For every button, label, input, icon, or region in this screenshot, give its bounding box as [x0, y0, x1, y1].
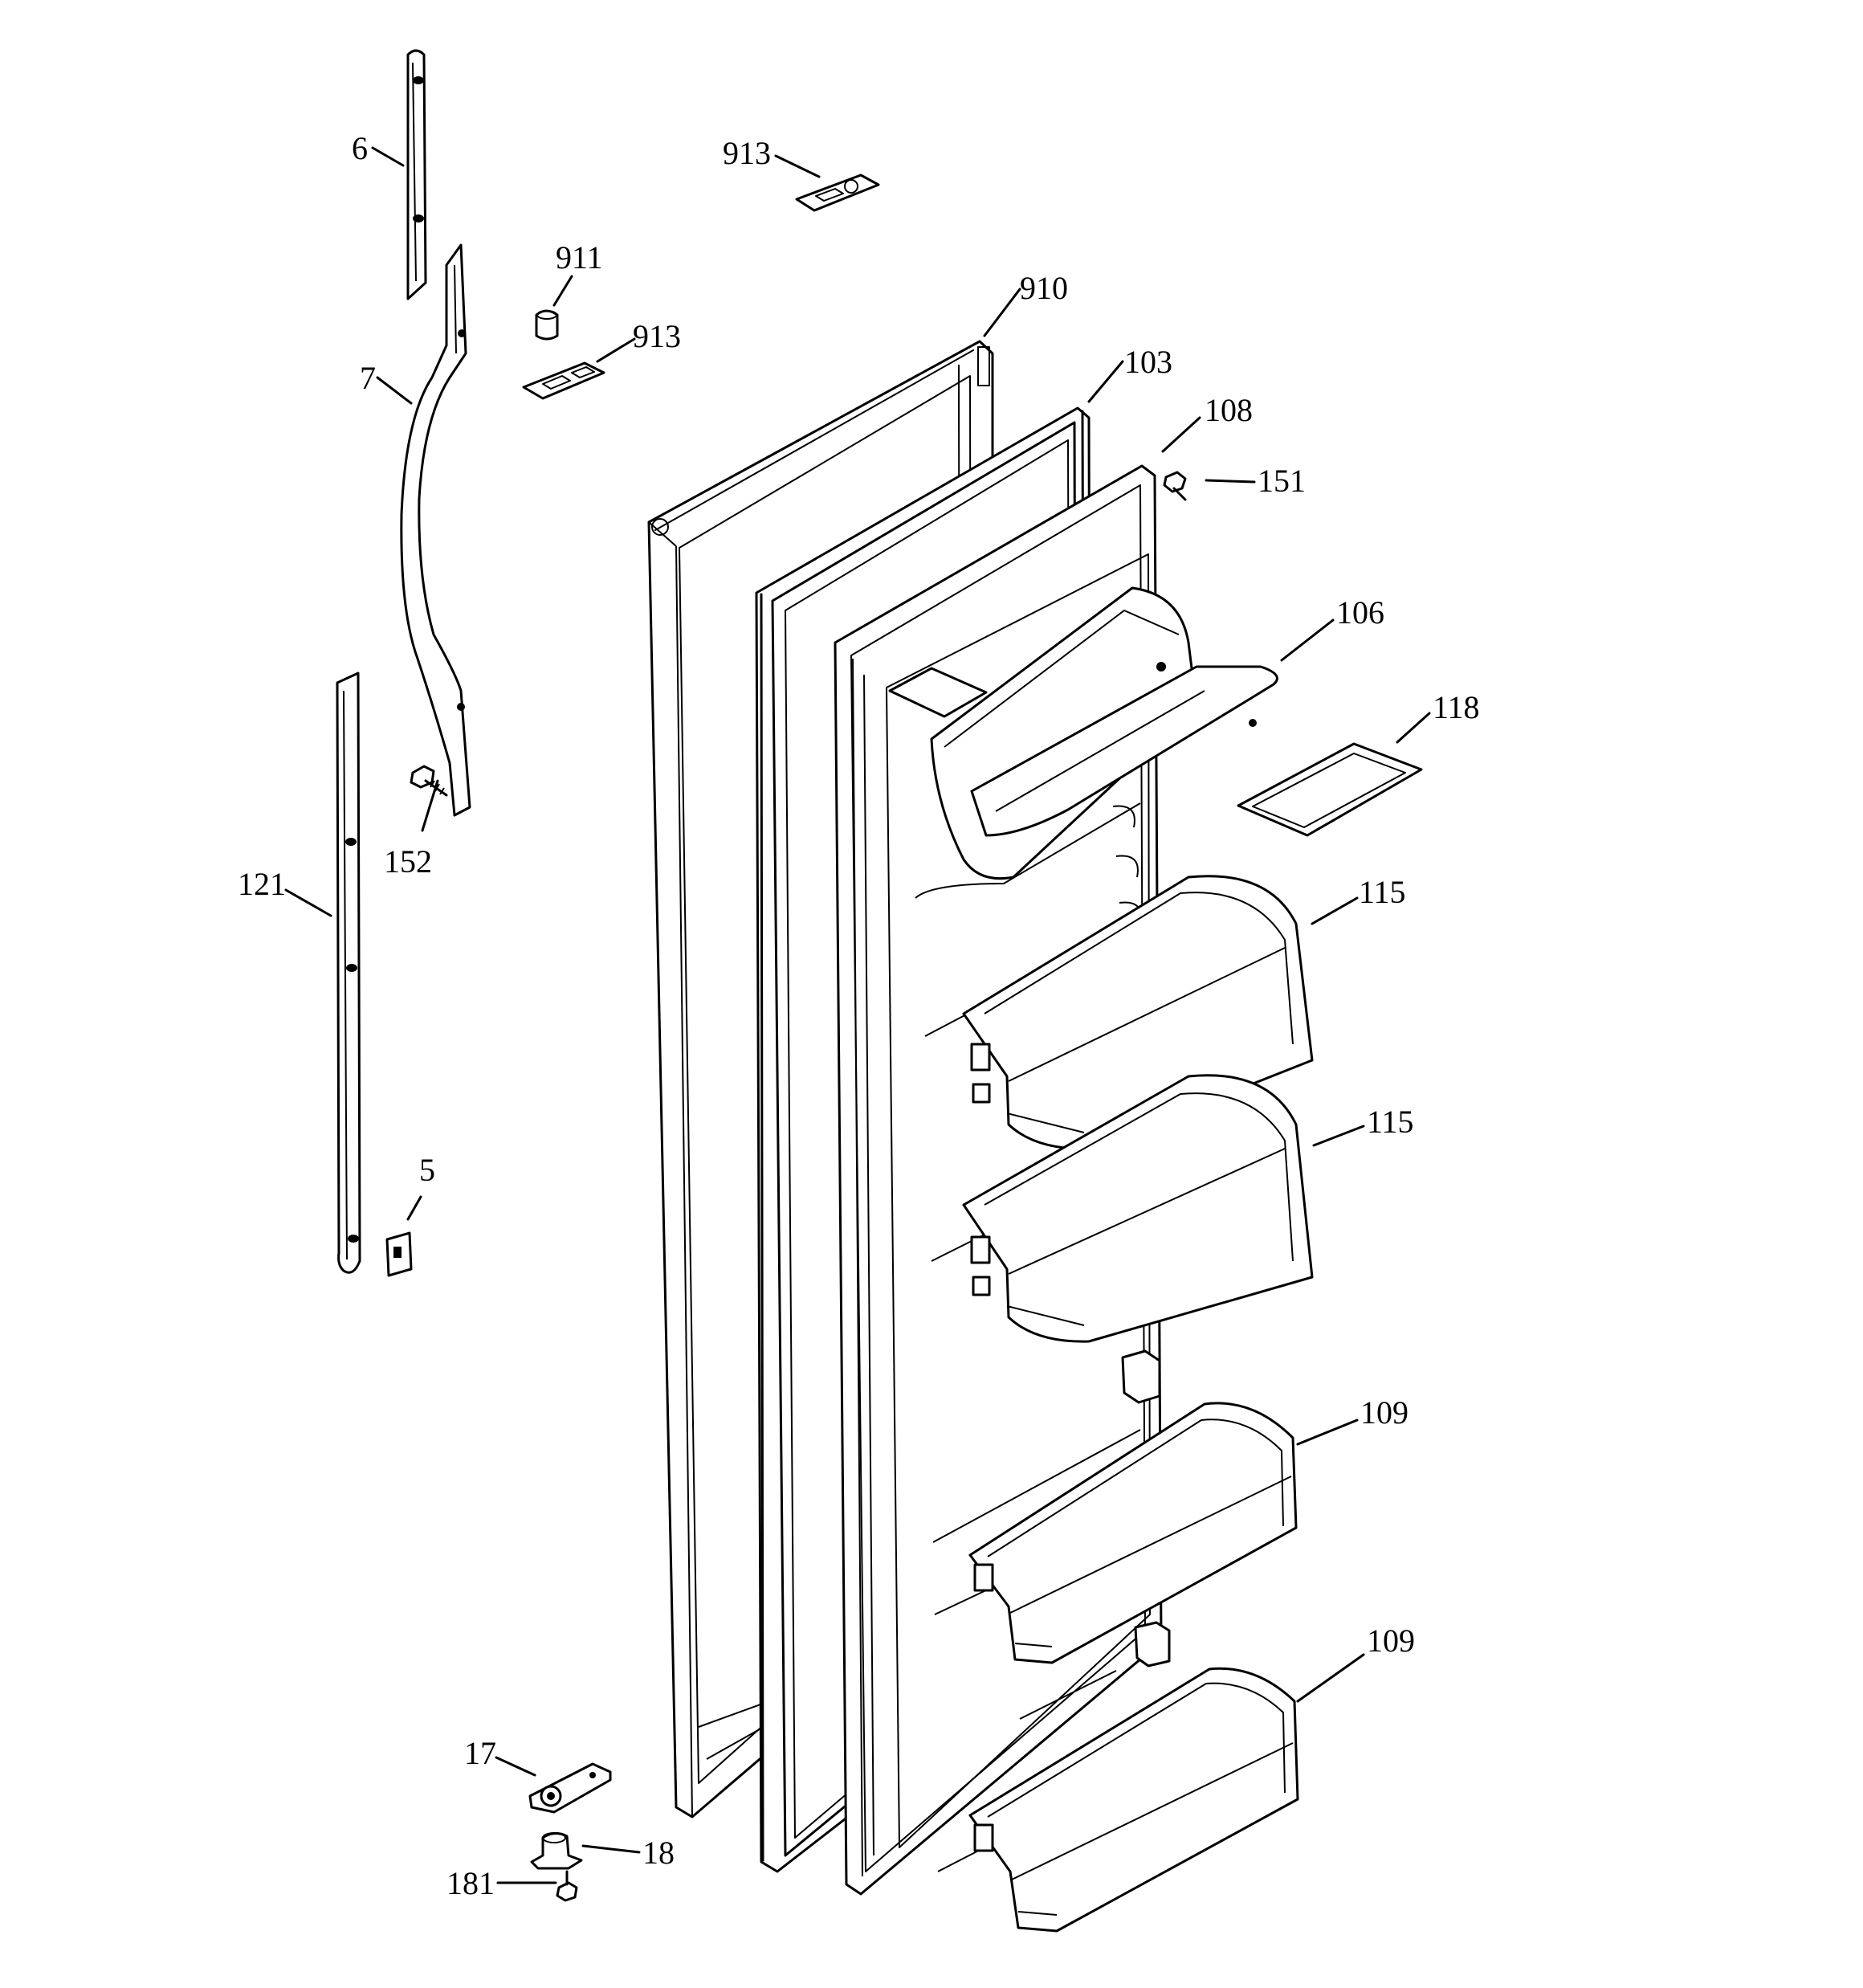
label-6: 6 — [352, 130, 368, 166]
leader-913-top — [774, 154, 821, 178]
leader-18 — [581, 1844, 641, 1854]
leader-103 — [1087, 360, 1124, 403]
label-103: 103 — [1124, 344, 1172, 380]
label-910: 910 — [1020, 270, 1068, 306]
leader-115-upper — [1311, 896, 1359, 925]
label-115-lower: 115 — [1367, 1104, 1414, 1140]
part-18-hinge-bracket — [530, 1832, 583, 1870]
label-17: 17 — [464, 1735, 496, 1771]
part-115-bin-lower — [962, 1074, 1314, 1343]
leader-115-lower — [1312, 1125, 1365, 1147]
leader-5 — [406, 1195, 422, 1221]
part-181-screw — [556, 1870, 578, 1902]
part-labels: 6 7 121 5 152 913 911 913 910 103 108 15… — [238, 130, 1480, 1901]
label-7: 7 — [360, 360, 376, 396]
part-7-handle — [400, 243, 471, 817]
part-109-bin-lower — [968, 1667, 1299, 1933]
leader-109-upper — [1296, 1419, 1359, 1446]
label-5: 5 — [419, 1152, 435, 1188]
leader-118 — [1396, 712, 1431, 744]
label-911: 911 — [556, 239, 603, 276]
part-6-trim-strip — [406, 49, 427, 300]
part-106-dairy-door — [930, 586, 1278, 880]
leader-910 — [983, 288, 1021, 337]
leader-6 — [371, 146, 405, 167]
label-151: 151 — [1258, 463, 1306, 499]
label-18: 18 — [642, 1835, 675, 1871]
part-152-screw — [410, 765, 448, 797]
part-121-trim-strip — [336, 672, 361, 1274]
part-17-hinge-plate — [528, 1762, 612, 1814]
part-913-plate-mid — [522, 361, 605, 400]
part-151-screw — [1163, 471, 1187, 501]
leader-17 — [495, 1756, 536, 1777]
label-109-lower: 109 — [1367, 1623, 1415, 1659]
label-109-upper: 109 — [1360, 1394, 1408, 1431]
leader-108 — [1161, 416, 1201, 453]
leader-109-lower — [1296, 1653, 1365, 1703]
label-121: 121 — [238, 866, 286, 902]
label-152: 152 — [384, 843, 432, 880]
leader-913-mid — [596, 337, 636, 363]
label-181: 181 — [446, 1865, 495, 1901]
label-118: 118 — [1433, 689, 1480, 725]
label-106: 106 — [1336, 594, 1384, 631]
part-5-clip — [385, 1231, 413, 1277]
label-913-mid: 913 — [633, 318, 681, 354]
leader-121 — [284, 888, 332, 917]
leader-152 — [421, 779, 439, 832]
part-911-cap — [535, 309, 559, 341]
label-913-top: 913 — [723, 135, 771, 171]
label-115-upper: 115 — [1359, 874, 1406, 910]
leader-106 — [1280, 618, 1335, 662]
part-109-bin-upper — [968, 1402, 1298, 1664]
label-108: 108 — [1205, 392, 1253, 428]
leader-lines — [284, 146, 1431, 1884]
leader-7 — [376, 376, 413, 405]
part-118-tray — [1237, 742, 1423, 837]
part-913-plate-top — [795, 173, 880, 212]
leader-151 — [1205, 479, 1256, 484]
leader-911 — [552, 275, 573, 307]
